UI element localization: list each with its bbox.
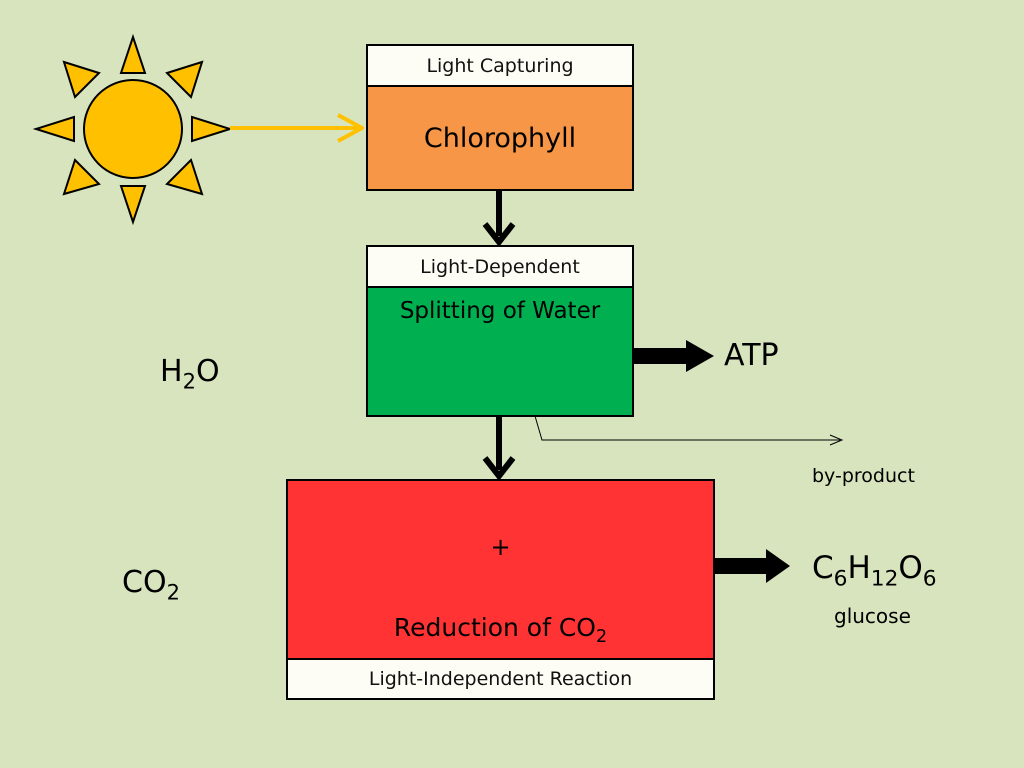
sunlight-arrow <box>230 113 364 143</box>
plus-sign: + <box>490 533 511 561</box>
down-arrow-2 <box>482 416 516 481</box>
reduction-of-co2-label: Reduction of CO2 <box>288 613 713 646</box>
reduction-of-co2-subscript: 2 <box>595 627 608 648</box>
glucose-formula: C6H12O6 <box>812 550 937 590</box>
water-o: O <box>195 354 220 389</box>
co2-formula: CO2 <box>122 565 180 603</box>
water-formula: H2O <box>160 354 220 392</box>
glucose-label: glucose <box>834 604 911 628</box>
glucose-c-subscript: 6 <box>833 566 848 592</box>
chlorophyll-label: Chlorophyll <box>423 122 577 154</box>
light-capturing-header-text: Light Capturing <box>426 54 574 77</box>
chlorophyll-box: Chlorophyll <box>366 85 634 191</box>
glucose-h-subscript: 12 <box>870 566 899 592</box>
glucose-c: C <box>812 550 834 586</box>
atp-arrow <box>616 340 714 372</box>
co2-subscript: 2 <box>166 580 180 605</box>
atp-label: ATP <box>724 338 779 373</box>
down-arrow-1 <box>482 191 516 247</box>
splitting-of-water-label: Splitting of Water <box>399 298 601 324</box>
reduction-of-co2-prefix: Reduction of CO <box>393 613 596 642</box>
glucose-o-subscript: 6 <box>922 566 937 592</box>
light-independent-footer: Light-Independent Reaction <box>286 658 715 700</box>
light-dependent-box: Splitting of Water <box>366 286 634 417</box>
by-product-label: by-product <box>812 465 915 487</box>
water-h: H <box>160 354 183 389</box>
light-independent-box: + Reduction of CO2 <box>286 479 715 661</box>
co2-co: CO <box>122 565 167 600</box>
light-independent-footer-text: Light-Independent Reaction <box>368 668 633 690</box>
sun-icon <box>32 33 234 226</box>
light-dependent-header: Light-Dependent <box>366 245 634 288</box>
light-dependent-header-text: Light-Dependent <box>420 255 580 278</box>
light-capturing-header: Light Capturing <box>366 44 634 87</box>
glucose-h: H <box>847 550 871 586</box>
water-h-subscript: 2 <box>182 369 196 394</box>
glucose-o: O <box>898 550 923 586</box>
